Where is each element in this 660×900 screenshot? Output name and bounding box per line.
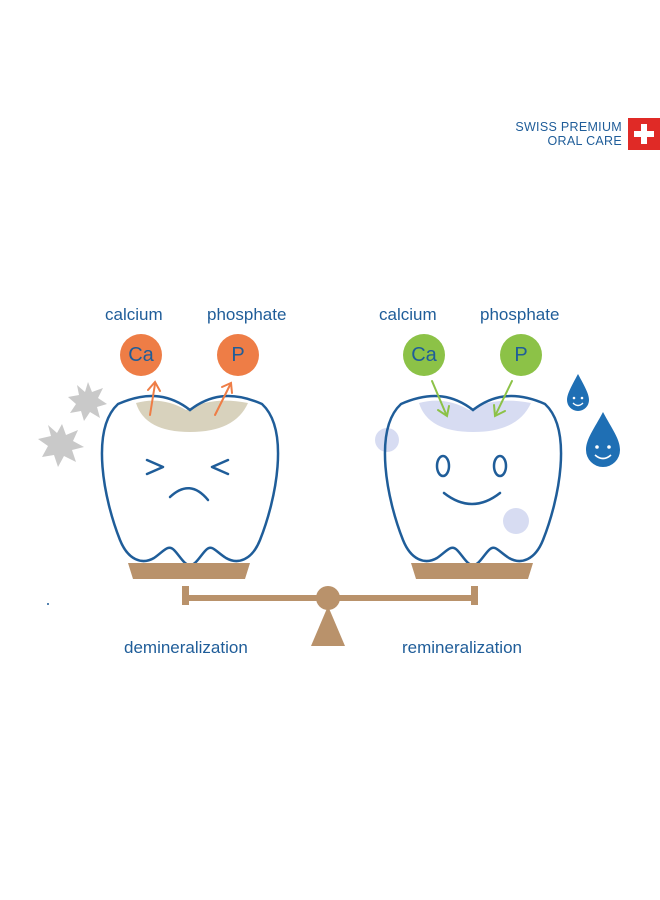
arrow-in-calcium xyxy=(431,380,450,418)
enamel-glow xyxy=(419,400,531,432)
label-calcium-left: calcium xyxy=(105,305,163,324)
enamel-stain xyxy=(136,400,248,432)
water-drop-face-icon xyxy=(586,412,620,467)
arrow-in-phosphate xyxy=(493,380,513,418)
phosphate-ion-left xyxy=(217,334,259,376)
brand-line-1: SWISS PREMIUM xyxy=(515,120,622,134)
squint-eye-right xyxy=(210,458,230,476)
balance-scale xyxy=(128,563,533,646)
ion-symbol-p-right: P xyxy=(514,344,528,366)
smile-mouth xyxy=(442,491,502,506)
ion-symbol-ca-left: Ca xyxy=(128,344,154,366)
label-phosphate-right: phosphate xyxy=(480,305,560,324)
tooth-remineralized xyxy=(375,394,563,567)
brand-line-2: ORAL CARE xyxy=(547,134,622,148)
ion-symbol-p-left: P xyxy=(231,344,245,366)
scale-base xyxy=(311,606,345,646)
scale-pan-right xyxy=(411,563,533,579)
caption-demineralization: demineralization xyxy=(124,638,248,657)
germ-icon xyxy=(68,382,107,421)
label-phosphate-left: phosphate xyxy=(207,305,287,324)
arrow-out-phosphate xyxy=(214,381,233,416)
caption-remineralization: remineralization xyxy=(402,638,522,657)
tooth-demineralized xyxy=(100,394,280,567)
scale-pivot xyxy=(316,586,340,610)
ion-symbol-ca-right: Ca xyxy=(411,344,437,366)
calcium-ion-right xyxy=(403,334,445,376)
swiss-cross-icon xyxy=(628,118,660,150)
phosphate-ion-right xyxy=(500,334,542,376)
eye-right xyxy=(492,454,508,478)
brand-logo: SWISS PREMIUM ORAL CARE xyxy=(515,120,622,148)
calcium-ion-left xyxy=(120,334,162,376)
frown-mouth xyxy=(168,487,210,502)
arrow-out-calcium xyxy=(147,380,161,416)
eye-left xyxy=(435,454,451,478)
scale-pan-left xyxy=(128,563,250,579)
water-drop-face-icon xyxy=(567,374,589,411)
germ-icon xyxy=(38,424,84,467)
label-calcium-right: calcium xyxy=(379,305,437,324)
squint-eye-left xyxy=(145,458,165,476)
